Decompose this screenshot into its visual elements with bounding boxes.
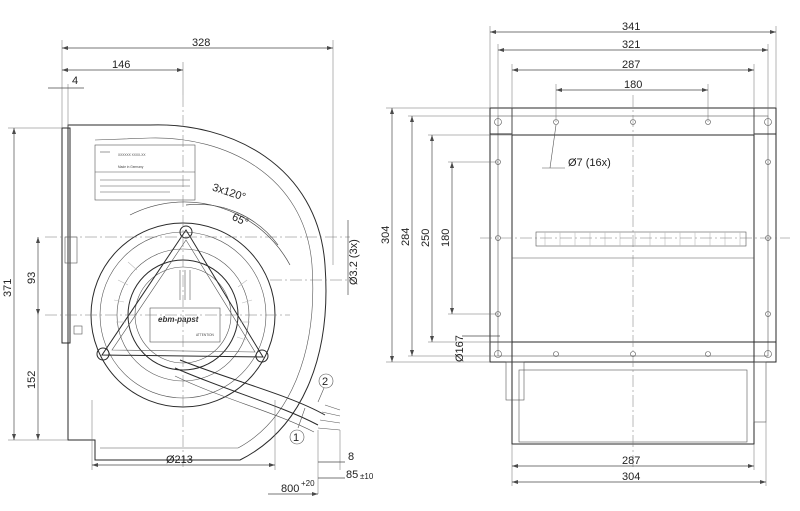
side-dim-284: 284 bbox=[400, 228, 412, 246]
scroll-housing bbox=[67, 124, 327, 461]
label-made-in: Made in Germany bbox=[118, 165, 144, 169]
callout-2 bbox=[318, 373, 334, 389]
mount-hole-top bbox=[179, 225, 193, 239]
dim-213: Ø213 bbox=[166, 454, 193, 466]
dim-8: 8 bbox=[348, 451, 354, 463]
impeller-strip bbox=[535, 231, 747, 247]
brand-logo: ebm-papst bbox=[158, 315, 199, 324]
mounting-flange bbox=[61, 127, 71, 344]
dim-hole-3-2: Ø3.2 (3x) bbox=[348, 239, 360, 285]
side-dim-hole-7: Ø7 (16x) bbox=[568, 157, 611, 169]
flange-slot bbox=[73, 325, 83, 335]
dim-328: 328 bbox=[192, 37, 210, 49]
dim-800: 800 bbox=[281, 483, 299, 495]
warning-text: ATTENTION bbox=[196, 333, 215, 337]
outlet-bracket bbox=[505, 361, 525, 401]
dim-65: 65° bbox=[230, 211, 250, 229]
dim-85: 85 bbox=[346, 469, 358, 481]
side-dim-304-bottom: 304 bbox=[622, 471, 640, 483]
callout-1 bbox=[289, 429, 305, 445]
side-dim-180-top: 180 bbox=[624, 79, 642, 91]
dim-146: 146 bbox=[112, 59, 130, 71]
corner-bracket-tr bbox=[753, 107, 777, 135]
power-cable bbox=[179, 359, 326, 416]
scroll-housing-inner bbox=[94, 137, 314, 449]
impeller-blades bbox=[113, 261, 253, 341]
dim-4: 4 bbox=[72, 75, 78, 87]
front-view: XXXXXX XXXX-XX Made in Germany ebm-papst… bbox=[2, 37, 374, 496]
dim-3x120: 3x120° bbox=[211, 182, 247, 204]
motor-spider-mount bbox=[101, 229, 264, 358]
side-dim-180-v: 180 bbox=[440, 229, 452, 247]
svg-text:2: 2 bbox=[322, 376, 328, 388]
side-dim-304-v: 304 bbox=[380, 226, 392, 244]
label-part-number: XXXXXX XXXX-XX bbox=[118, 153, 146, 157]
dim-371: 371 bbox=[2, 279, 14, 297]
side-dim-287-bottom: 287 bbox=[622, 455, 640, 467]
side-dim-167: Ø167 bbox=[454, 335, 466, 362]
svg-text:1: 1 bbox=[293, 432, 299, 444]
flange-bracket bbox=[64, 236, 78, 264]
side-view: 341 321 287 180 Ø7 (16x) 304 bbox=[380, 21, 790, 486]
side-dim-341: 341 bbox=[622, 21, 640, 33]
rating-label bbox=[94, 144, 196, 201]
corner-bracket-tl bbox=[489, 107, 513, 135]
side-dim-287-top: 287 bbox=[622, 59, 640, 71]
dim-800-tol: +20 bbox=[301, 479, 315, 488]
mount-hole-right bbox=[255, 349, 269, 363]
dim-85-tol: ±10 bbox=[360, 472, 374, 481]
motor-label-plate bbox=[149, 307, 221, 343]
outlet-tab bbox=[753, 361, 767, 423]
dim-93: 93 bbox=[26, 272, 38, 284]
mount-hole-left bbox=[96, 347, 110, 361]
side-dim-250: 250 bbox=[420, 229, 432, 247]
dim-152: 152 bbox=[26, 371, 38, 389]
side-dim-321: 321 bbox=[622, 39, 640, 51]
